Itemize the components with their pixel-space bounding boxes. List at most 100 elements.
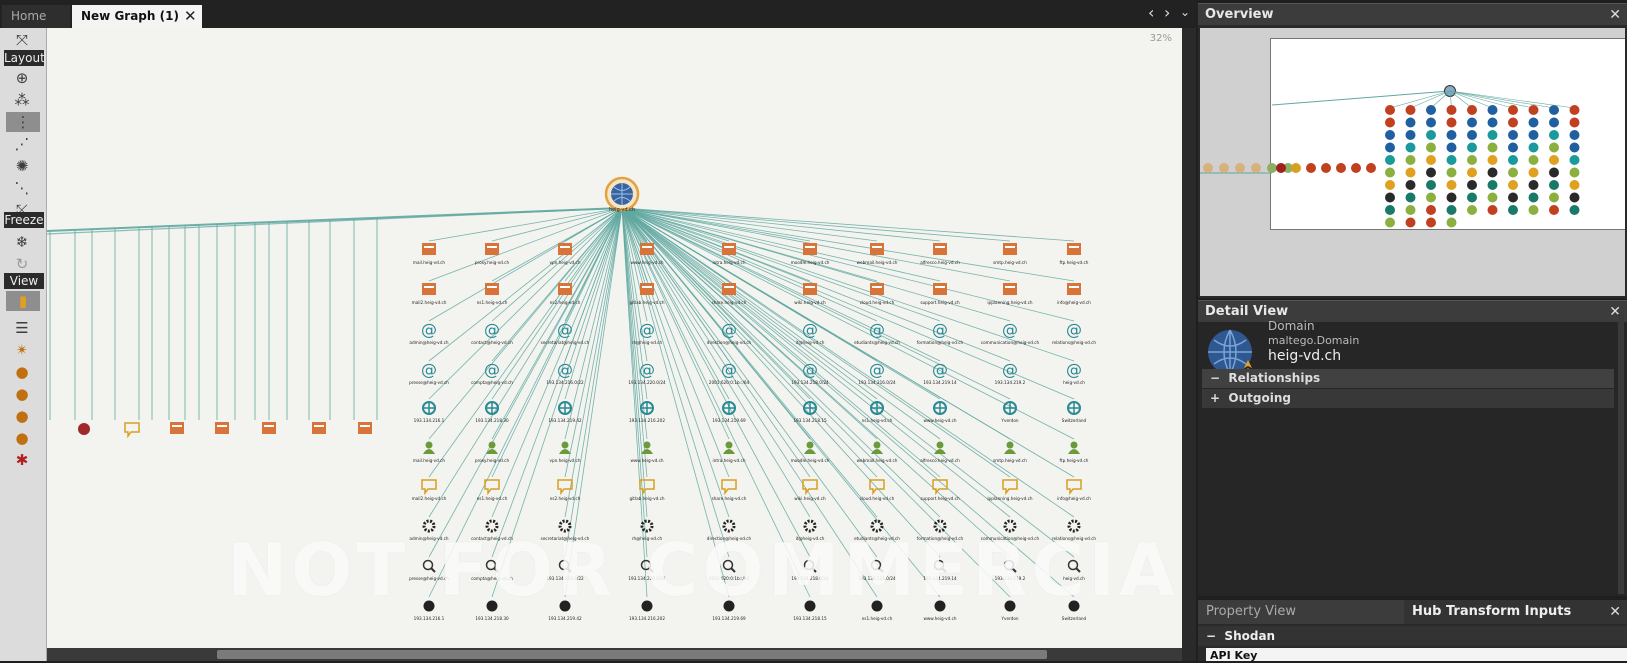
tab-new-graph[interactable]: New Graph (1) (72, 5, 202, 28)
graph-node[interactable]: Yverdon (1000, 401, 1019, 423)
graph-node[interactable]: ipplanning.heig-vd.ch (987, 479, 1033, 501)
graph-node[interactable]: 193.134.219.2 (995, 559, 1026, 582)
graph-node[interactable] (262, 422, 276, 434)
graph-node[interactable]: support.heig-vd.ch (920, 479, 960, 501)
graph-node[interactable]: relations@heig-vd.ch (1052, 519, 1097, 541)
graph-node[interactable]: vpn.heig-vd.ch (550, 441, 581, 464)
shodan-section[interactable]: − Shodan (1198, 626, 1627, 646)
fit-to-view-icon[interactable]: ⤧ (15, 31, 28, 49)
graph-node[interactable]: Switzerland (1062, 600, 1087, 622)
graph-node[interactable]: 193.134.218.30 (475, 600, 509, 622)
vertical-scrollbar[interactable] (1182, 28, 1196, 661)
hierarchical-layout-icon[interactable]: ⋮ (6, 112, 40, 132)
graph-node[interactable]: admin@heig-vd.ch (409, 519, 449, 541)
outgoing-section[interactable]: + Outgoing (1202, 389, 1614, 408)
graph-node[interactable]: ns1.heig-vd.ch (477, 283, 508, 305)
select-parents-icon[interactable]: ✴ (15, 341, 29, 359)
graph-node[interactable]: wiki.heig-vd.ch (794, 479, 826, 501)
graph-node[interactable]: 193.134.216.202 (629, 600, 665, 622)
center-node[interactable]: heig-vd.ch (604, 176, 640, 213)
graph-node[interactable]: www.heig-vd.ch (630, 441, 664, 464)
graph-node[interactable]: intra.heig-vd.ch (713, 243, 746, 265)
graph-node[interactable]: rh@heig-vd.ch (632, 519, 663, 541)
graph-node[interactable]: 193.134.219.42 (548, 600, 582, 622)
detail-scrollbar[interactable] (1618, 314, 1624, 594)
graph-node[interactable]: @heig-vd.ch (1063, 360, 1085, 385)
graph-node[interactable]: webmail.heig-vd.ch (857, 243, 898, 265)
select-neighbours-icon[interactable]: ● (15, 385, 29, 403)
graph-node[interactable]: 2001:620:0:1b::/64 (709, 559, 750, 582)
close-icon[interactable]: ✕ (1609, 604, 1621, 620)
graph-node[interactable] (170, 422, 184, 434)
graph-node[interactable]: mail2.heig-vd.ch (412, 283, 447, 305)
refresh-icon[interactable]: ↻ (15, 255, 29, 273)
close-icon[interactable]: ✕ (1609, 304, 1621, 320)
graph-node[interactable]: 193.134.219.42 (548, 401, 582, 423)
graph-node[interactable]: ns1.heig-vd.ch (862, 600, 893, 622)
lock-icon[interactable]: ⊕ (15, 69, 29, 87)
graph-node[interactable]: @admin@heig-vd.ch (409, 320, 449, 345)
graph-node[interactable]: www.heig-vd.ch (630, 243, 664, 265)
graph-node[interactable]: intra.heig-vd.ch (713, 441, 746, 464)
tab-home[interactable]: Home (2, 5, 70, 28)
graph-node[interactable]: @it@heig-vd.ch (796, 320, 825, 345)
tab-property-view[interactable]: Property View (1198, 600, 1404, 624)
graph-node[interactable]: @direction@heig-vd.ch (707, 320, 752, 345)
graph-node[interactable]: 193.134.219.69 (712, 600, 746, 622)
graph-node[interactable]: 193.134.216.1 (414, 600, 445, 622)
graph-node[interactable]: 193.134.220.0/24 (628, 559, 666, 582)
chevron-down-icon[interactable]: ⌄ (1180, 5, 1191, 19)
graph-node[interactable]: 193.134.218.15 (793, 401, 827, 423)
select-children-icon[interactable]: ● (15, 363, 29, 381)
graph-node[interactable]: ns1.heig-vd.ch (477, 479, 508, 501)
close-tab-icon[interactable]: ✕ (184, 7, 197, 25)
graph-node[interactable]: wiki.heig-vd.ch (794, 283, 826, 305)
graph-node[interactable]: ns1.heig-vd.ch (862, 401, 893, 423)
block-layout-icon[interactable]: ⁂ (14, 91, 30, 109)
graph-node[interactable]: @193.134.218.0/24 (791, 360, 829, 385)
graph-node[interactable]: proxy.heig-vd.ch (475, 441, 510, 464)
graph-node[interactable]: mail.heig-vd.ch (413, 243, 446, 265)
tree-layout-icon[interactable]: ⋰ (14, 135, 30, 153)
graph-node[interactable]: presse@heig-vd.ch (409, 559, 449, 582)
graph-node[interactable]: ftp.heig-vd.ch (1060, 243, 1089, 265)
graph-node[interactable]: @formation@heig-vd.ch (917, 320, 964, 345)
graph-node[interactable]: proxy.heig-vd.ch (475, 243, 510, 265)
graph-node[interactable]: mail2.heig-vd.ch (412, 479, 447, 501)
graph-node[interactable]: www.heig-vd.ch (923, 401, 957, 423)
graph-node[interactable]: moodle.heig-vd.ch (791, 243, 830, 265)
graph-node[interactable]: 193.134.219.14 (923, 559, 957, 582)
graph-node[interactable]: share.heig-vd.ch (712, 479, 747, 501)
graph-node[interactable]: info@heig-vd.ch (1057, 479, 1091, 501)
graph-node[interactable]: www.heig-vd.ch (923, 600, 957, 622)
graph-node[interactable]: @rh@heig-vd.ch (632, 320, 663, 345)
main-view-icon[interactable]: ▮ (6, 291, 40, 311)
graph-node[interactable]: it@heig-vd.ch (796, 519, 825, 541)
graph-node[interactable] (124, 422, 140, 439)
graph-node[interactable]: formation@heig-vd.ch (917, 519, 964, 541)
close-icon[interactable]: ✕ (1609, 7, 1621, 23)
graph-node[interactable]: ns2.heig-vd.ch (550, 479, 581, 501)
graph-node[interactable]: contact@heig-vd.ch (471, 519, 513, 541)
graph-node[interactable]: moodle.heig-vd.ch (791, 441, 830, 464)
graph-node[interactable]: @193.134.220.0/24 (628, 360, 666, 385)
graph-node[interactable]: @193.134.219.14 (923, 360, 957, 385)
api-key-field[interactable]: API Key (1206, 648, 1627, 662)
graph-node[interactable]: 193.134.218.0/24 (791, 559, 829, 582)
graph-node[interactable]: direction@heig-vd.ch (707, 519, 752, 541)
graph-node[interactable] (215, 422, 229, 434)
chevron-right-icon[interactable]: › (1164, 3, 1171, 22)
graph-node[interactable]: heig-vd.ch (1063, 559, 1085, 582)
graph-node[interactable]: mail.heig-vd.ch (413, 441, 446, 464)
tab-hub-transform-inputs[interactable]: Hub Transform Inputs (1404, 600, 1627, 624)
graph-node[interactable]: ftp.heig-vd.ch (1060, 441, 1089, 464)
add-parents-icon[interactable]: ● (15, 407, 29, 425)
graph-node[interactable]: @relations@heig-vd.ch (1052, 320, 1097, 345)
graph-node[interactable]: 193.134.219.69 (712, 401, 746, 423)
graph-node[interactable]: Yverdon (1000, 600, 1019, 622)
graph-node[interactable]: @etudiants@heig-vd.ch (854, 320, 900, 345)
freeze-icon[interactable]: ❄ (15, 233, 29, 251)
graph-node[interactable]: @contact@heig-vd.ch (471, 320, 513, 345)
add-children-icon[interactable]: ● (15, 429, 29, 447)
graph-node[interactable]: alfresco.heig-vd.ch (920, 441, 960, 464)
